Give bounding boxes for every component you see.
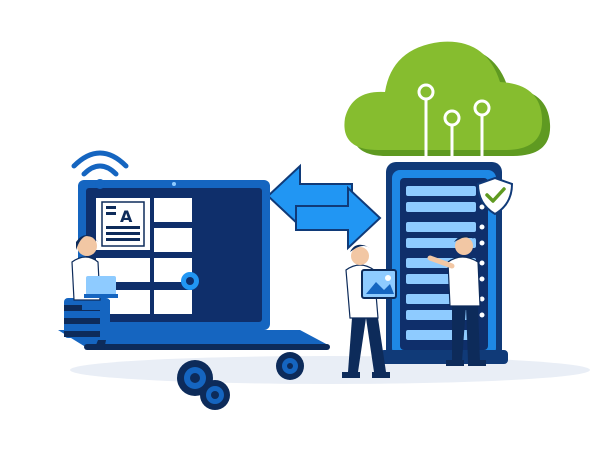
gear-icon xyxy=(181,272,199,290)
man-pointing-at-server xyxy=(427,235,486,366)
ground-shadow xyxy=(70,356,590,384)
transfer-arrows xyxy=(266,163,382,251)
man-with-image-card xyxy=(342,244,397,378)
image-icon xyxy=(361,269,397,299)
wifi-icon xyxy=(71,150,129,189)
shield-check-icon xyxy=(476,176,514,216)
cloud-icon xyxy=(344,41,551,165)
gear-icon xyxy=(200,380,230,410)
woman-with-laptop xyxy=(64,235,118,350)
document-letter: A xyxy=(120,207,133,226)
document-icon: A xyxy=(101,201,145,247)
gear-icon xyxy=(276,352,304,380)
arrow-right xyxy=(295,185,382,251)
